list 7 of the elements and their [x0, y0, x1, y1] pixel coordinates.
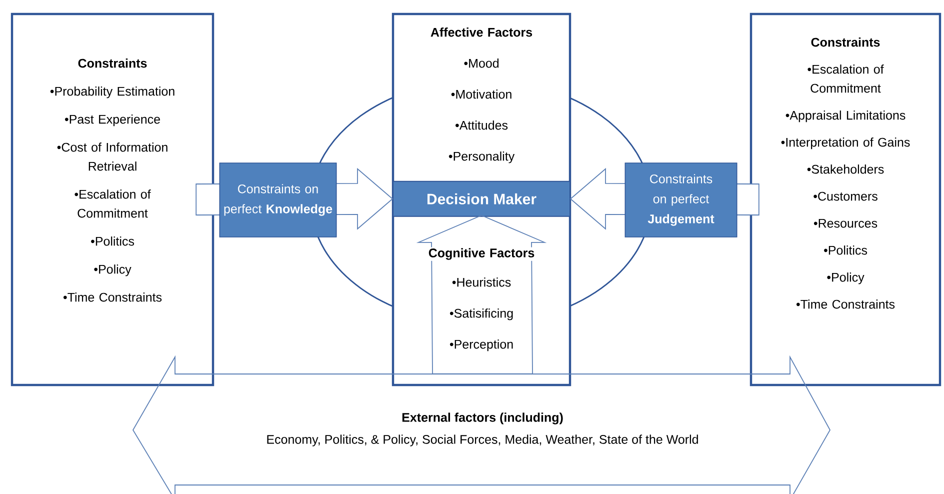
edge-label: Constraints on perfect Judgement: [624, 162, 738, 238]
constraints-box: Constraints •Escalation of Commitment •Appraisal Limitations •Interpretation of Gains •Stakeholders •Customers •Resources •Politics •Policy •Time Constraints: [750, 12, 942, 386]
edge-label: Constraints on perfect Knowledge: [219, 162, 337, 238]
factors-list: Cognitive Factors •Heuristics •Satisificing •Perception: [396, 247, 568, 352]
decision-maker-band: Decision Maker: [392, 180, 570, 217]
constraints-box: Constraints •Probability Estimation •Past Experience •Cost of Information Retrieval •Escalation of Commitment •Politics •Policy •Time Constraints: [10, 12, 214, 386]
block-arrow: [416, 214, 547, 374]
